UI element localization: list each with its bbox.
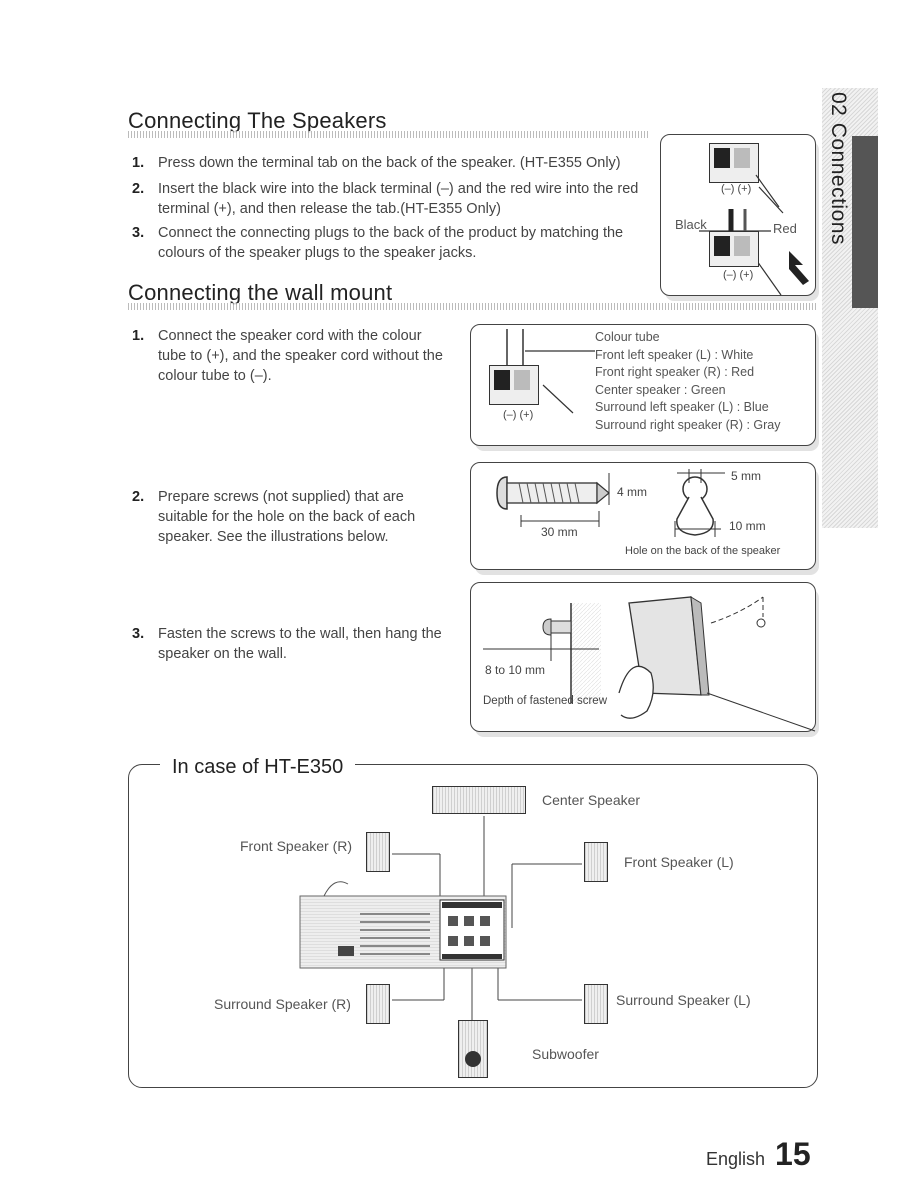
terminal-figure: (–) (+) (–) (+) Black Red	[660, 134, 816, 296]
colour-line: Surround right speaker (R) : Gray	[595, 417, 781, 432]
wall-drawing	[483, 596, 816, 732]
front-speaker-l	[584, 842, 608, 882]
step-number: 3.	[132, 626, 145, 642]
step-item: 1. Connect the speaker cord with the col…	[132, 326, 452, 386]
section-title-speakers: Connecting The Speakers	[128, 108, 387, 133]
section-rule	[128, 303, 818, 310]
subwoofer-cone	[465, 1051, 481, 1067]
colour-line: Front right speaker (R) : Red	[595, 365, 755, 379]
surround-speaker-r	[366, 984, 390, 1024]
chapter-side-tab: 02 Connections	[822, 88, 878, 528]
colour-tube-panel: (–) (+) Colour tube Front left speaker (…	[470, 324, 816, 446]
front-speaker-r-label: Front Speaker (R)	[240, 838, 353, 854]
step-number: 3.	[132, 225, 145, 241]
step-item: 2. Prepare screws (not supplied) that ar…	[132, 487, 452, 547]
front-speaker-r	[366, 832, 390, 872]
front-speaker-l-label: Front Speaker (L)	[624, 854, 734, 870]
ht-e350-box	[128, 764, 818, 1088]
surround-speaker-l-label: Surround Speaker (L)	[616, 992, 751, 1008]
chapter-name: Connections	[827, 122, 850, 245]
section-title-wall-mount: Connecting the wall mount	[128, 280, 393, 305]
step-number: 2.	[132, 181, 145, 197]
colour-line: Colour tube	[595, 330, 660, 344]
step-text: Connect the speaker cord with the colour…	[158, 328, 443, 384]
page-footer: English 15	[706, 1136, 811, 1173]
step-item: 1. Press down the terminal tab on the ba…	[132, 153, 642, 173]
dim-30mm: 30 mm	[541, 525, 578, 539]
black-label: Black	[675, 217, 707, 232]
subwoofer	[458, 1020, 488, 1078]
page-number: 15	[775, 1136, 811, 1172]
colour-line: Surround left speaker (L) : Blue	[595, 400, 769, 414]
center-speaker	[432, 786, 526, 814]
step-item: 3. Connect the connecting plugs to the b…	[132, 223, 642, 263]
terminal-top	[709, 143, 759, 183]
colour-line: Front left speaker (L) : White	[595, 347, 754, 362]
depth-caption: Depth of fastened screw	[483, 695, 608, 707]
step-item: 3. Fasten the screws to the wall, then h…	[132, 624, 452, 664]
polarity-label: (–) (+)	[721, 183, 752, 195]
screw-size-panel: 4 mm 30 mm 5 mm 10 mm Hole on the back o…	[470, 462, 816, 570]
hole-caption: Hole on the back of the speaker	[625, 545, 781, 557]
dim-5mm: 5 mm	[731, 469, 761, 483]
ht-e350-title: In case of HT-E350	[160, 756, 356, 779]
chapter-number: 02	[827, 92, 850, 117]
step-text: Insert the black wire into the black ter…	[158, 181, 639, 217]
depth-label: 8 to 10 mm	[485, 663, 546, 677]
subwoofer-label: Subwoofer	[532, 1046, 599, 1062]
side-tab-label: 02 Connections	[826, 92, 850, 312]
terminal-wires	[699, 174, 809, 296]
red-label: Red	[773, 221, 797, 236]
polarity-label: (–) (+)	[723, 269, 754, 281]
footer-language: English	[706, 1149, 766, 1169]
surround-speaker-r-label: Surround Speaker (R)	[214, 996, 351, 1012]
dim-10mm: 10 mm	[729, 519, 766, 533]
speaker-layout-diagram	[299, 816, 582, 1022]
center-speaker-label: Center Speaker	[542, 792, 641, 808]
side-tab-marker	[852, 136, 878, 308]
screw-drawing	[496, 469, 725, 537]
dim-4mm: 4 mm	[617, 485, 647, 499]
step-item: 2. Insert the black wire into the black …	[132, 179, 642, 219]
step-number: 1.	[132, 155, 145, 171]
terminal	[489, 365, 539, 405]
polarity-label: (–) (+)	[503, 409, 534, 421]
step-number: 1.	[132, 328, 145, 344]
step-text: Press down the terminal tab on the back …	[158, 155, 621, 171]
colour-line: Center speaker : Green	[595, 382, 726, 397]
step-number: 2.	[132, 489, 145, 505]
wall-hanging-panel: 8 to 10 mm Depth of fastened screw	[470, 582, 816, 732]
section-rule	[128, 131, 648, 138]
surround-speaker-l	[584, 984, 608, 1024]
step-text: Prepare screws (not supplied) that are s…	[158, 489, 416, 545]
step-text: Fasten the screws to the wall, then hang…	[158, 626, 442, 662]
colour-legend: Colour tube Front left speaker (L) : Whi…	[595, 329, 781, 434]
step-text: Connect the connecting plugs to the back…	[158, 225, 624, 261]
terminal-bottom	[709, 231, 759, 267]
